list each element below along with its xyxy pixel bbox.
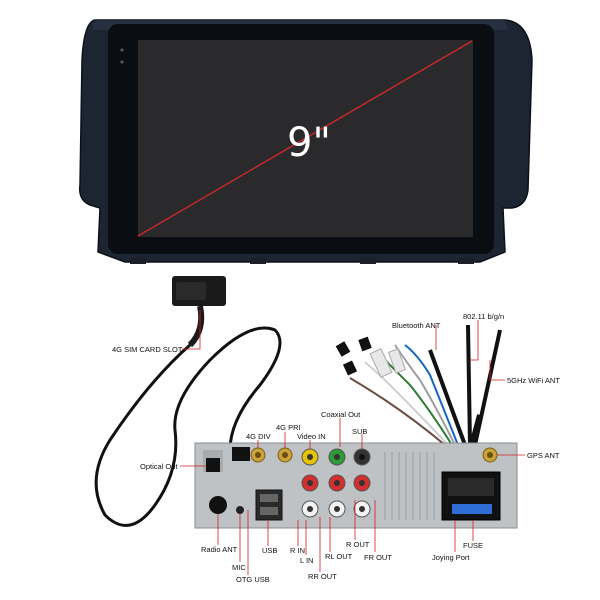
sim-card-cable xyxy=(94,276,282,527)
label-radio-ant: Radio ANT xyxy=(201,545,238,554)
label-sim-slot: 4G SIM CARD SLOT xyxy=(112,345,183,354)
label-fuse: FUSE xyxy=(463,541,484,550)
label-l-in: L IN xyxy=(300,556,314,565)
label-usb: USB xyxy=(262,546,278,555)
label-fr-out: FR OUT xyxy=(364,553,392,562)
head-unit xyxy=(78,19,533,264)
label-video-in: Video IN xyxy=(297,432,326,441)
label-mic: MIC xyxy=(232,563,246,572)
label-rl-out: RL OUT xyxy=(325,552,353,561)
label-4g-div: 4G DIV xyxy=(246,432,271,441)
screen-size-label: 9" xyxy=(287,120,331,166)
label-gps-ant: GPS ANT xyxy=(527,451,560,460)
label-wifi-standard: 802.11 b/g/n xyxy=(463,312,505,321)
wire-harness xyxy=(335,324,502,446)
label-wifi-5ghz-ant: 5GHz WiFi ANT xyxy=(507,376,560,385)
label-4g-pri: 4G PRI xyxy=(276,423,301,432)
label-joying-port: Joying Port xyxy=(432,553,470,562)
label-bluetooth-ant: Bluetooth ANT xyxy=(392,321,441,330)
rear-chassis xyxy=(194,442,518,529)
label-coaxial-out: Coaxial Out xyxy=(321,410,361,419)
label-r-out: R OUT xyxy=(346,540,370,549)
label-otg-usb: OTG USB xyxy=(236,575,270,584)
label-r-in: R IN xyxy=(290,546,305,555)
label-optical-out: Optical Out xyxy=(140,462,178,471)
label-sub: SUB xyxy=(352,427,368,436)
label-rr-out: RR OUT xyxy=(308,572,337,581)
diagonal-line xyxy=(137,40,473,237)
leader-lines xyxy=(180,310,525,575)
